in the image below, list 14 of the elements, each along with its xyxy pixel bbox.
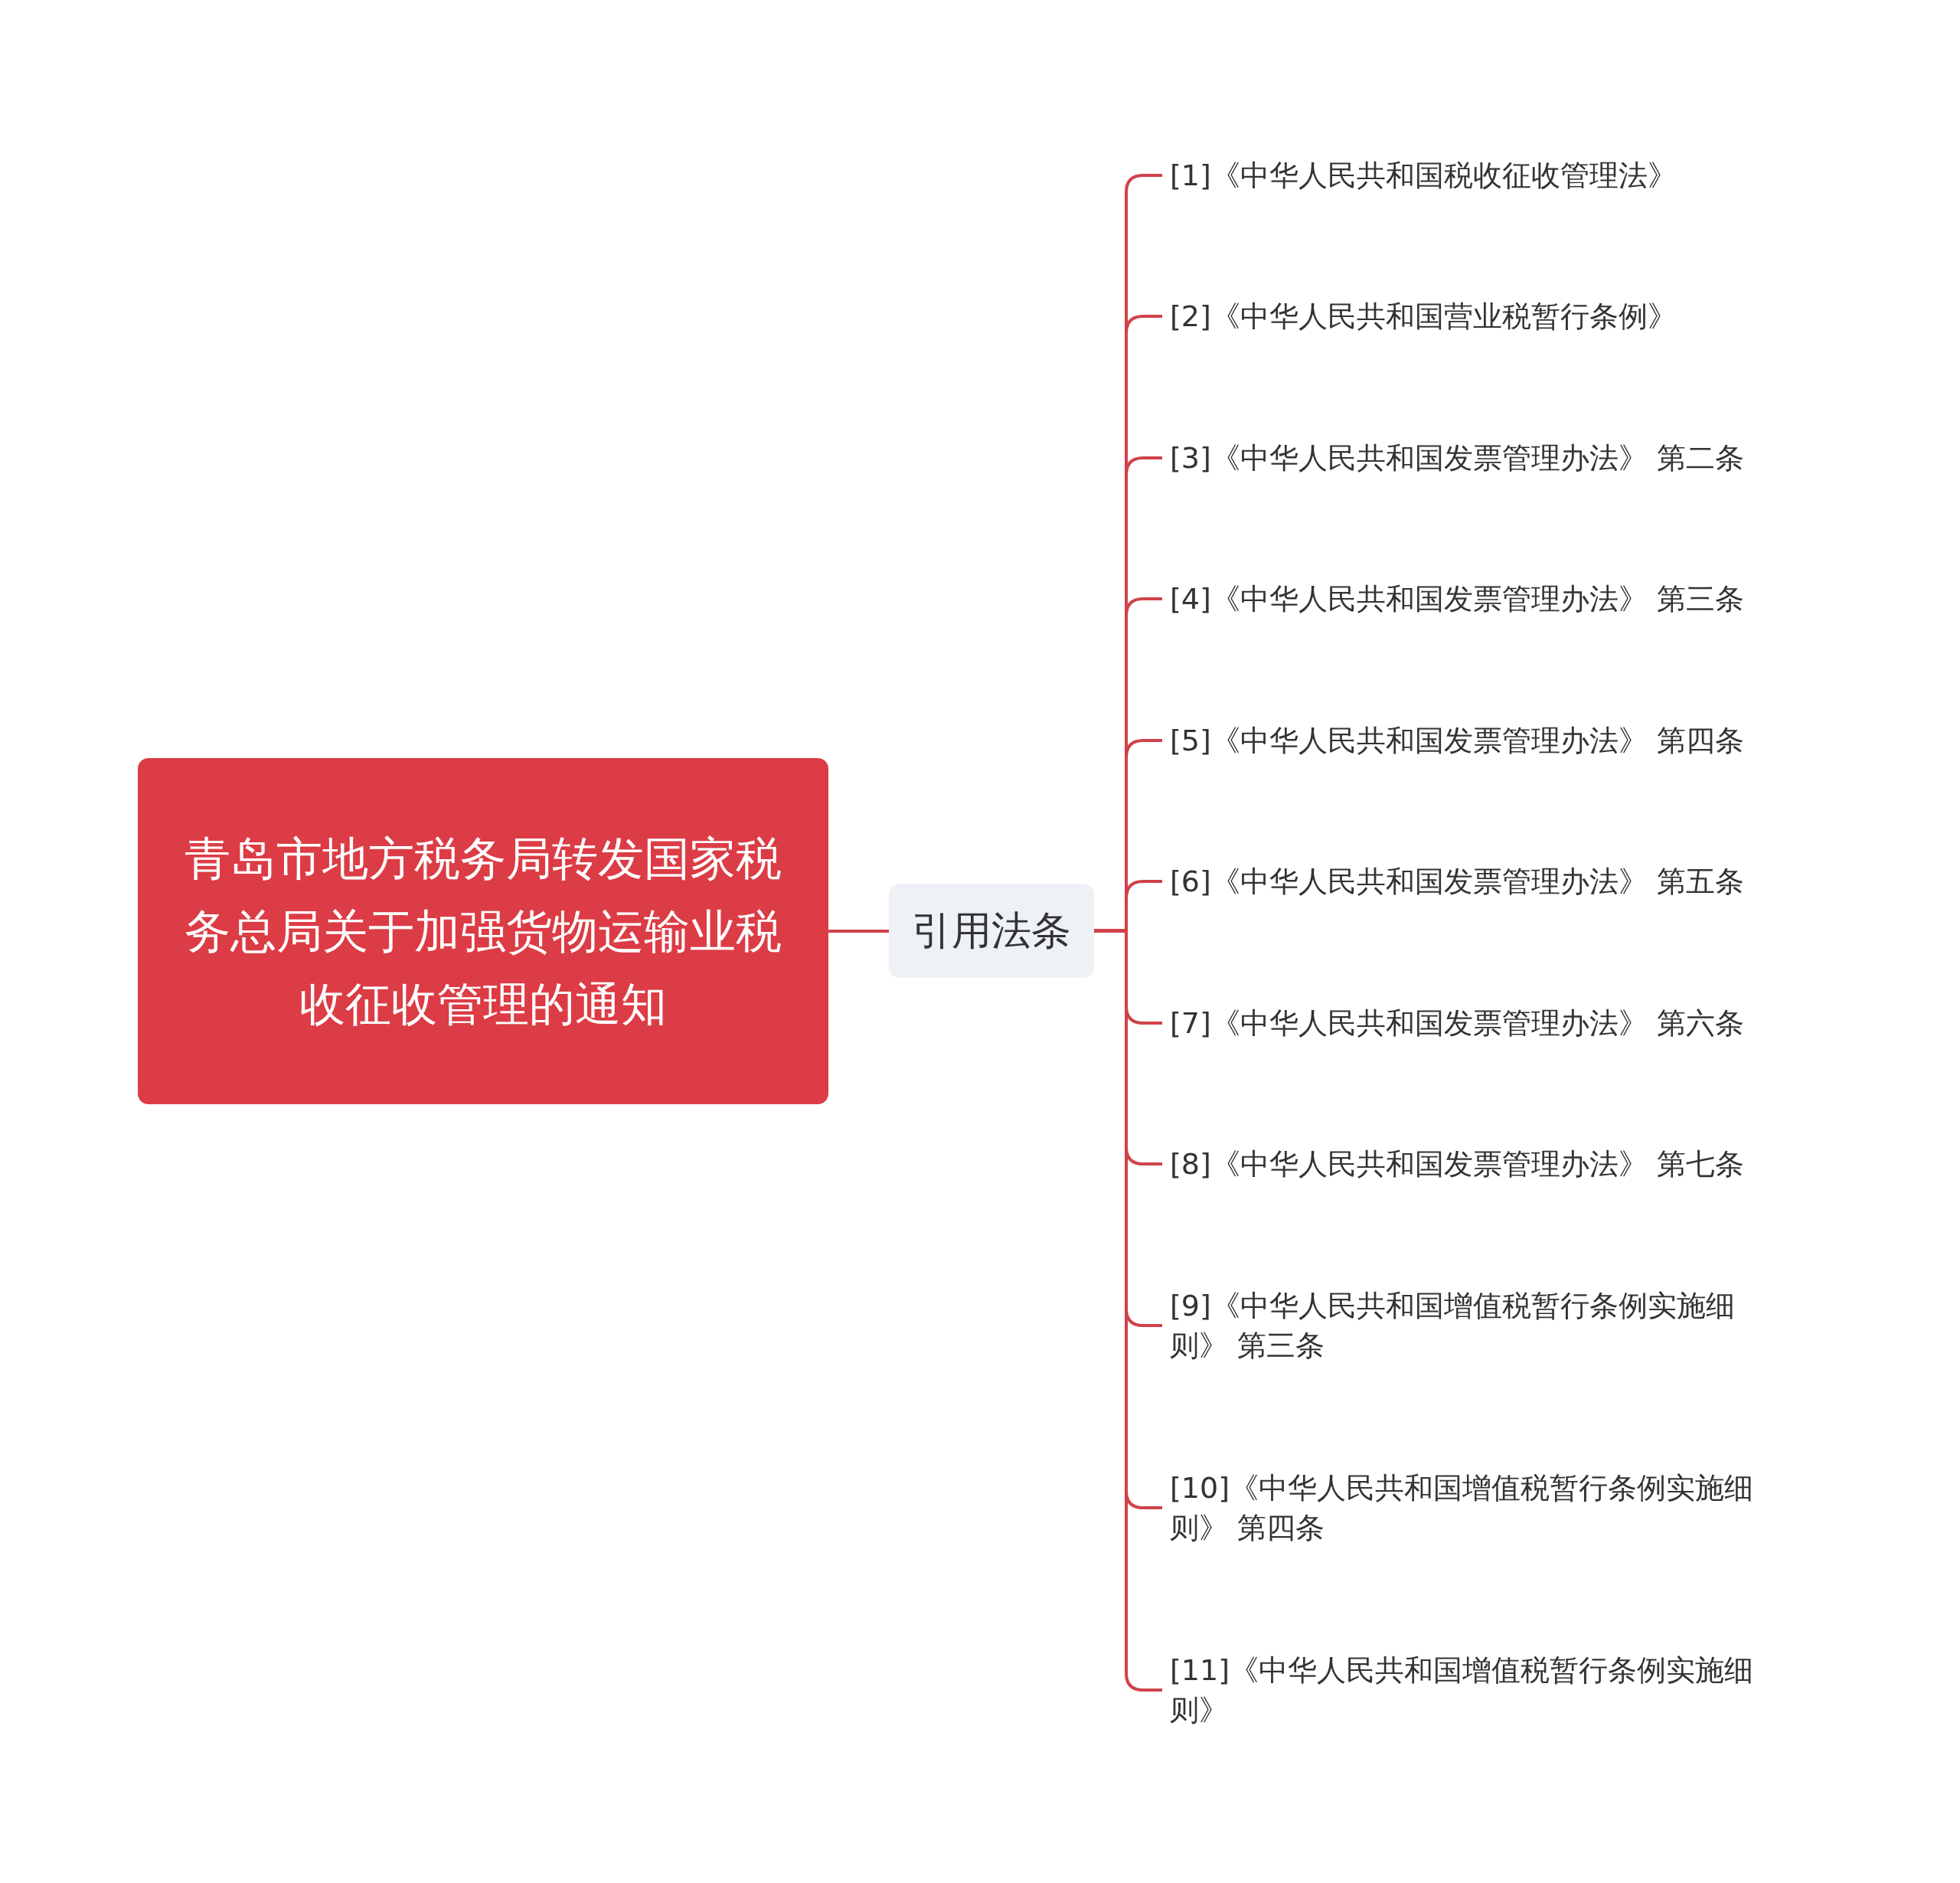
reference-text: [10]《中华人民共和国增值税暂行条例实施细则》 第四条 [1170,1468,1775,1548]
connector-line [828,930,889,933]
subtopic-box: 引用法条 [889,884,1094,978]
reference-text: [8]《中华人民共和国发票管理办法》 第七条 [1170,1144,1775,1184]
reference-text: [6]《中华人民共和国发票管理办法》 第五条 [1170,861,1775,901]
reference-text: [2]《中华人民共和国营业税暂行条例》 [1170,296,1775,336]
reference-text: [9]《中华人民共和国增值税暂行条例实施细则》 第三条 [1170,1286,1775,1365]
reference-text: [3]《中华人民共和国发票管理办法》 第二条 [1170,438,1775,478]
topic-box: 青岛市地方税务局转发国家税务总局关于加强货物运输业税收征收管理的通知 [138,758,828,1104]
reference-text: [4]《中华人民共和国发票管理办法》 第三条 [1170,579,1775,619]
reference-text: [1]《中华人民共和国税收征收管理法》 [1170,155,1775,195]
reference-text: [5]《中华人民共和国发票管理办法》 第四条 [1170,721,1775,760]
reference-text: [11]《中华人民共和国增值税暂行条例实施细则》 [1170,1650,1775,1730]
reference-text: [7]《中华人民共和国发票管理办法》 第六条 [1170,1003,1775,1043]
